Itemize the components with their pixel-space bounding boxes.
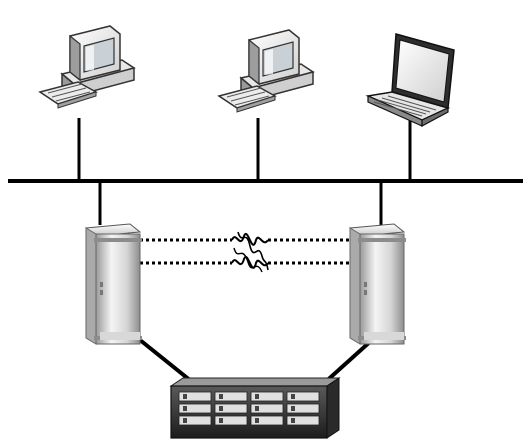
desktop-computer-icon: [38, 25, 136, 109]
tower-server-icon: [84, 223, 142, 345]
heartbeat-links: [140, 231, 360, 273]
tower-server-icon: [348, 223, 406, 345]
squiggle-link-icon: [231, 231, 269, 273]
storage-array-icon: [169, 377, 341, 439]
laptop-icon: [365, 33, 455, 128]
desktop-computer-icon: [217, 29, 315, 113]
